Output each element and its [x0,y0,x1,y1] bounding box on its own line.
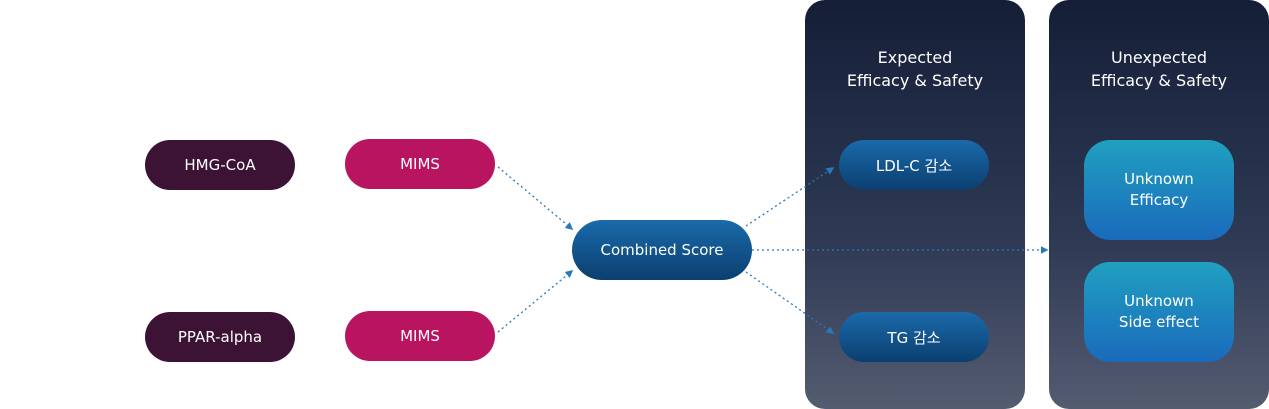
arrow-mims1-combined [497,166,574,231]
tg-node: TG 감소 [839,312,989,362]
arrow-combined-ldl [745,167,835,227]
mims-node-1: MIMS [345,139,495,189]
unexpected-panel-title: Unexpected Efficacy & Safety [1090,48,1228,90]
mims-node-2: MIMS [345,311,495,361]
ldl-c-node: LDL-C 감소 [839,140,989,190]
target-ppar-alpha: PPAR-alpha [145,312,295,362]
unknown-side-effect-node: Unknown Side effect [1084,262,1234,362]
arrow-mims2-combined [497,270,574,333]
target-hmg-coa: HMG-CoA [145,140,295,190]
arrow-combined-tg [745,271,835,334]
unknown-efficacy-node: Unknown Efficacy [1084,140,1234,240]
combined-score-node: Combined Score [572,220,752,280]
expected-panel-title: Expected Efficacy & Safety [846,48,984,90]
